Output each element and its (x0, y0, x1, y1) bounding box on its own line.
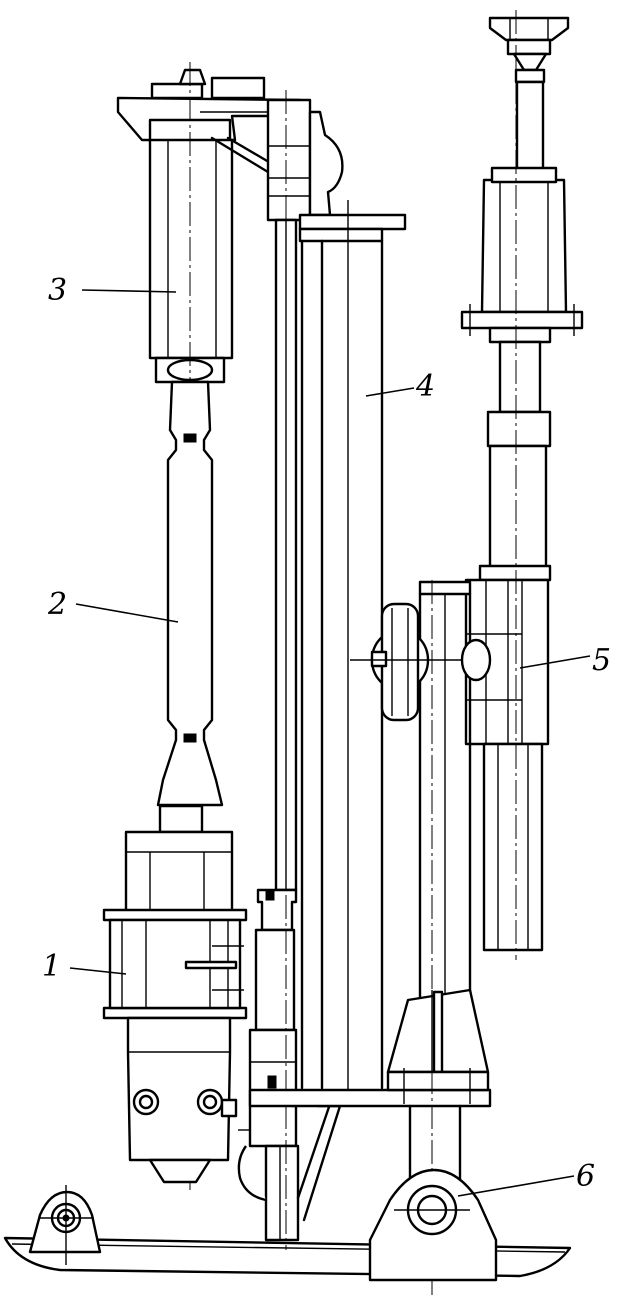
label-3: 3 (48, 273, 67, 308)
callouts: 3 2 4 5 1 6 (42, 273, 611, 1197)
rod-assembly (156, 380, 224, 834)
label-1: 1 (42, 949, 61, 984)
label-2: 2 (47, 587, 67, 622)
pivot-bracket-assembly (368, 1168, 498, 1282)
drive-unit-assembly (102, 830, 250, 1184)
center-column (237, 90, 344, 1250)
left-hinge-bracket (28, 1185, 102, 1265)
right-frame (350, 580, 492, 1295)
label-6: 6 (576, 1159, 595, 1194)
right-cylinder-assembly (460, 10, 584, 960)
cross-bar (248, 1088, 492, 1108)
top-cylinder-assembly (116, 62, 302, 1190)
guide-column-assembly (290, 200, 407, 1222)
label-5: 5 (592, 643, 611, 678)
label-4: 4 (415, 369, 435, 404)
